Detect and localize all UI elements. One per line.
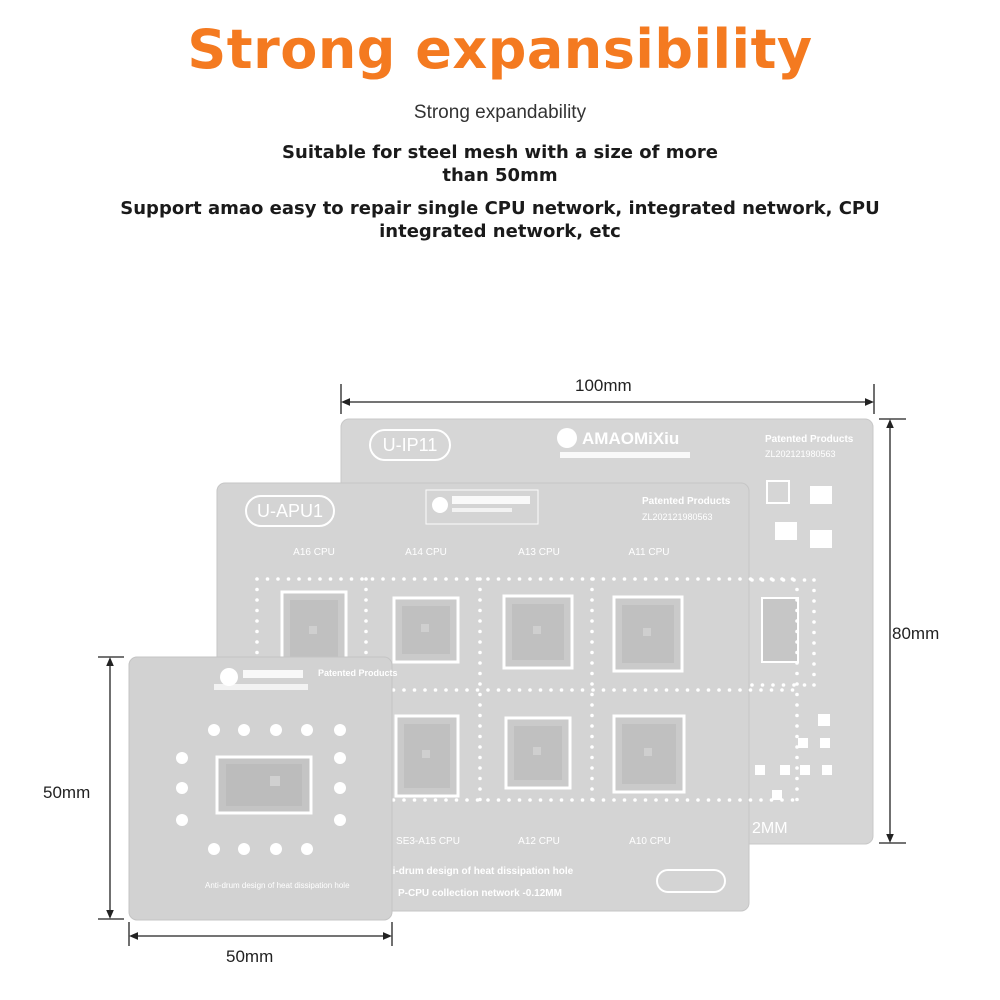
small-patented: Patented Products	[318, 668, 398, 678]
medium-brand-logo	[425, 489, 539, 525]
cpu-label-bottom: SE3-A15 CPU	[396, 836, 460, 847]
description-support: Support amao easy to repair single CPU n…	[0, 197, 1000, 243]
large-brand-logo	[557, 428, 577, 448]
description-size: Suitable for steel mesh with a size of m…	[0, 141, 1000, 187]
dimension-large-width: 100mm	[575, 376, 632, 395]
large-patent-no: ZL202121980563	[765, 449, 836, 459]
small-brand-logo	[220, 668, 238, 686]
large-model-label: U-IP11	[383, 435, 438, 455]
cpu-label-bottom: A12 CPU	[518, 836, 560, 847]
medium-patented: Patented Products	[642, 496, 731, 507]
description-size-line-1: Suitable for steel mesh with a size of m…	[282, 142, 718, 163]
page-subtitle: Strong expandability	[413, 102, 587, 123]
page-title: Strong expansibility	[187, 18, 813, 81]
large-brand-text: AMAOMiXiu	[582, 429, 679, 448]
large-bottom-text: 2MM	[752, 820, 788, 837]
cpu-label-top: A13 CPU	[518, 547, 560, 558]
dimension-small-height: 50mm	[43, 783, 91, 802]
stencil-small: Patented Products Anti-drum design of he…	[128, 656, 398, 921]
large-patented: Patented Products	[765, 434, 854, 445]
small-footer: Anti-drum design of heat dissipation hol…	[205, 881, 350, 890]
cpu-label-top: A16 CPU	[293, 547, 335, 558]
cpu-label-top: A14 CPU	[405, 547, 447, 558]
large-model-badge	[369, 429, 451, 461]
description-support-line-1: Support amao easy to repair single CPU n…	[120, 198, 880, 219]
dimension-small-width: 50mm	[226, 947, 274, 966]
cpu-label-top: A11 CPU	[629, 547, 670, 558]
medium-model-label: U-APU1	[257, 501, 323, 521]
description-support-line-2: integrated network, etc	[379, 221, 621, 242]
medium-patent-no: ZL202121980563	[642, 512, 713, 522]
medium-model-badge	[245, 495, 335, 527]
dimension-large-height: 80mm	[892, 624, 940, 643]
description-size-line-2: than 50mm	[442, 165, 558, 186]
medium-footer-line-2: P-CPU collection network -0.12MM	[398, 888, 562, 899]
medium-footer-line-1: Anti-drum design of heat dissipation hol…	[376, 866, 574, 877]
cpu-label-bottom: A10 CPU	[629, 836, 671, 847]
